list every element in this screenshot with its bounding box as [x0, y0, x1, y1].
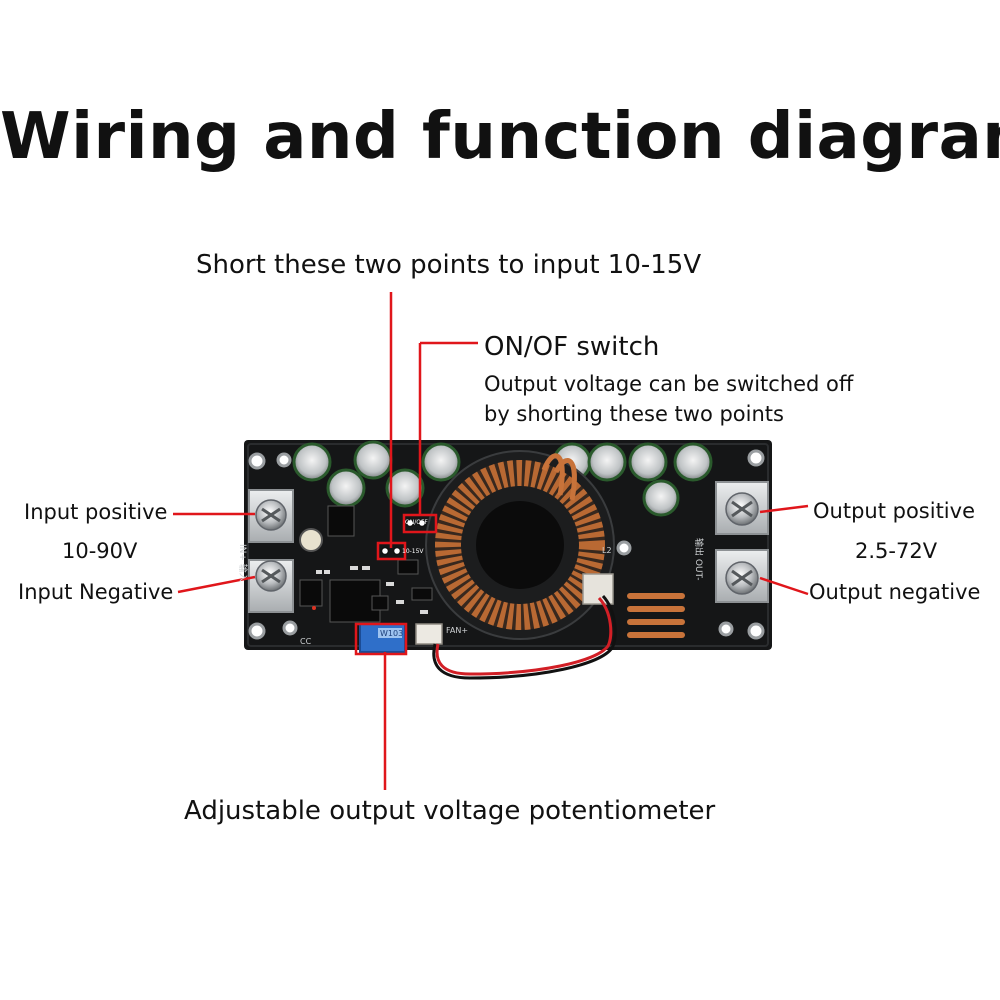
- ic-chips: [299, 505, 433, 623]
- diagram-title: Wiring and function diagram: [0, 100, 1000, 174]
- silk-fan-label: FAN+: [446, 626, 469, 635]
- silk-l2-label: L2: [602, 546, 612, 555]
- fan-wire: [432, 594, 617, 680]
- mounting-holes: [248, 449, 765, 640]
- annotation-boxes: [354, 513, 438, 656]
- potentiometer-label: Adjustable output voltage potentiometer: [184, 796, 716, 826]
- silk-input-label: IN+ 输入: [237, 544, 247, 582]
- short-points-label: Short these two points to input 10-15V: [196, 250, 702, 280]
- smd-parts: [316, 566, 428, 614]
- output-positive-label: Output positive: [813, 499, 975, 523]
- onoff-description-line1: Output voltage can be switched off: [484, 372, 854, 396]
- pot-code-label: W103: [380, 629, 404, 638]
- onoff-switch-title: ON/OF switch: [484, 332, 660, 362]
- fan-connector: [415, 623, 443, 645]
- heatsink-coils: [627, 593, 685, 638]
- silk-short-label: 10-15V: [402, 548, 424, 555]
- silk-cc-label: CC: [300, 637, 312, 646]
- jumper-pads: [380, 518, 427, 556]
- output-negative-label: Output negative: [809, 580, 981, 604]
- white-connector: [582, 573, 614, 605]
- toroid-inductor: [425, 450, 615, 640]
- small-capacitor: [299, 528, 323, 552]
- silk-output-label: 输出 OUT-: [693, 538, 703, 581]
- input-negative-label: Input Negative: [18, 580, 174, 604]
- output-terminal-positive: [715, 481, 769, 535]
- silk-switch-label: ON/OFF: [405, 519, 428, 526]
- input-terminal-positive: [248, 489, 294, 543]
- annotation-lines: [173, 292, 809, 790]
- onoff-description-line2: by shorting these two points: [484, 402, 784, 426]
- input-range-label: 10-90V: [62, 539, 138, 563]
- output-terminal-negative: [715, 549, 769, 603]
- input-positive-label: Input positive: [24, 500, 168, 524]
- input-terminal-negative: [248, 559, 294, 613]
- output-range-label: 2.5-72V: [855, 539, 938, 563]
